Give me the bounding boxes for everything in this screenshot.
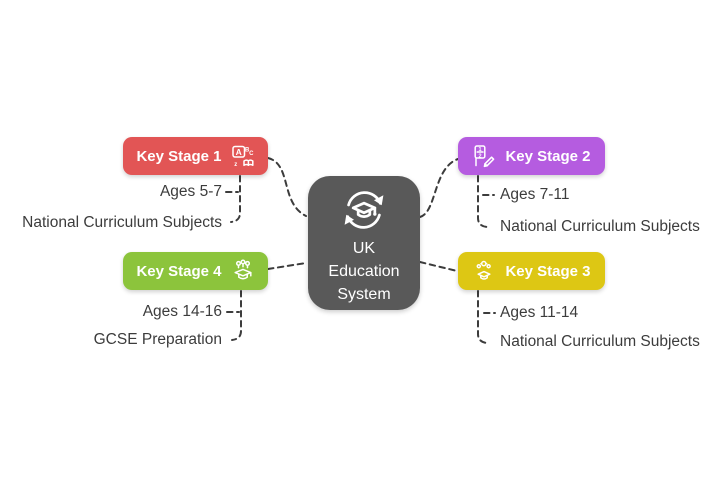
fraction-pencil-icon: 1 2 [474, 145, 495, 168]
detail-ks2-curriculum: National Curriculum Subjects [500, 218, 700, 235]
detail-ks3-curriculum: National Curriculum Subjects [500, 333, 700, 350]
detail-ks3-ages: Ages 11-14 [500, 304, 579, 321]
connector-ks1-details [230, 175, 241, 223]
node-key-stage-2-label: Key Stage 2 [505, 147, 591, 165]
svg-text:1: 1 [479, 147, 482, 153]
detail-ks1-curriculum: National Curriculum Subjects [22, 214, 222, 231]
alphabet-book-icon: A B C z [231, 145, 254, 168]
connector-ks2-details [477, 175, 488, 228]
svg-text:A: A [235, 147, 241, 157]
center-title-line-1: UK [352, 240, 376, 257]
connector-center-ks2 [419, 158, 459, 218]
node-key-stage-1: Key Stage 1 A B C z [123, 137, 268, 175]
center-title: UK Education System [328, 237, 399, 306]
center-node: UK Education System [308, 176, 420, 310]
svg-text:z: z [234, 162, 237, 168]
node-key-stage-3: Key Stage 3 [458, 252, 605, 290]
connector-ks1-center [267, 157, 307, 217]
svg-text:C: C [249, 151, 254, 157]
growth-graduation-icon [233, 259, 252, 280]
svg-text:2: 2 [479, 153, 482, 159]
detail-ks4-ages: Ages 14-16 [142, 303, 222, 320]
connector-ks4-details [231, 290, 242, 341]
svg-text:B: B [245, 148, 250, 154]
connector-center-ks3 [419, 261, 458, 272]
connector-ks4-center [267, 262, 307, 270]
node-key-stage-3-label: Key Stage 3 [505, 262, 591, 280]
detail-ks4-gcse: GCSE Preparation [93, 331, 222, 348]
graduation-cycle-icon [344, 191, 384, 229]
connector-ks3-details [477, 290, 488, 344]
detail-ks1-ages: Ages 5-7 [159, 183, 222, 200]
detail-ks2-ages: Ages 7-11 [500, 186, 570, 203]
node-key-stage-4: Key Stage 4 [123, 252, 268, 290]
students-graduation-icon [477, 260, 492, 280]
center-title-line-3: System [337, 286, 391, 303]
node-key-stage-4-label: Key Stage 4 [136, 262, 222, 280]
node-key-stage-1-label: Key Stage 1 [136, 147, 222, 165]
center-title-line-2: Education [328, 263, 400, 280]
node-key-stage-2: 1 2 Key Stage 2 [458, 137, 605, 175]
